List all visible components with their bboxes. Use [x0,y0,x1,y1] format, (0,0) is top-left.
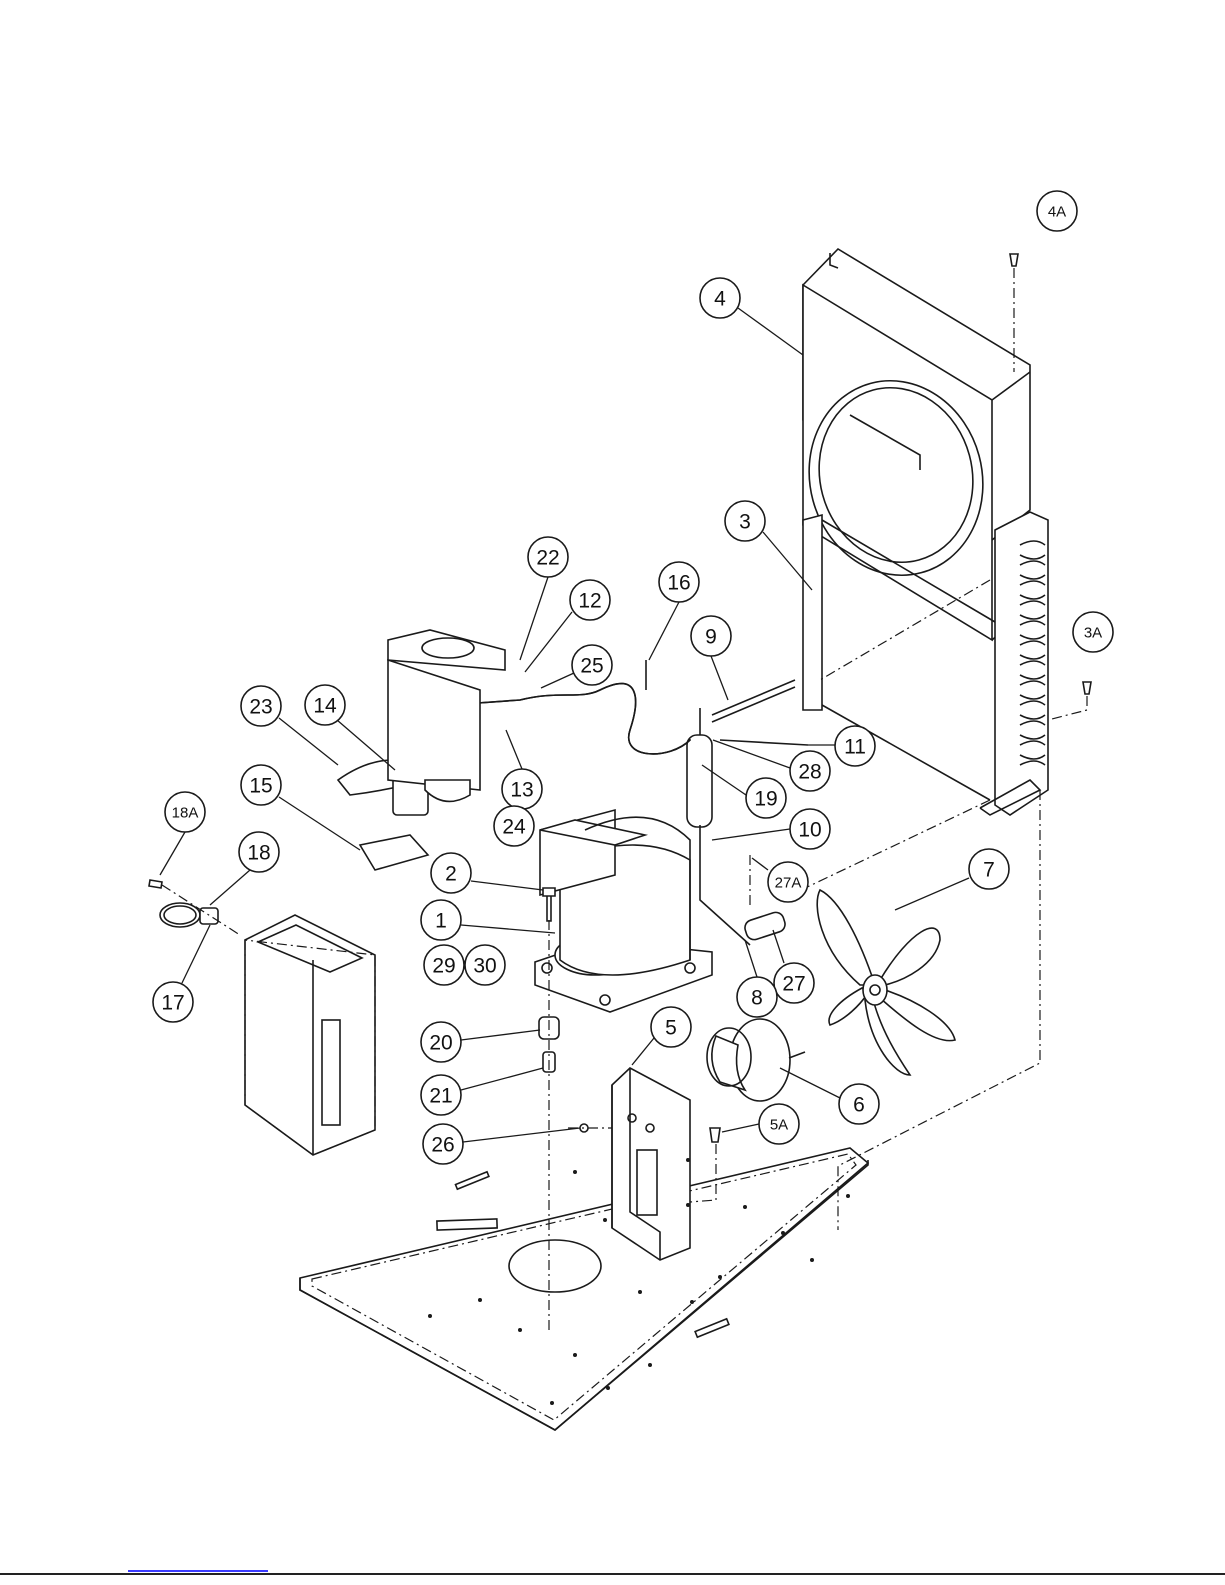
callout-number: 13 [510,779,533,802]
callout-24: 24 [494,806,534,846]
callout-number: 7 [983,859,995,882]
callout-16: 16 [659,562,699,602]
callout-number: 16 [667,572,690,595]
callout-number: 28 [798,761,821,784]
callout-21: 21 [421,1075,461,1115]
base-pan-slot [437,1219,497,1230]
callout-number: 25 [580,655,603,678]
screw-3a [1048,682,1091,720]
callout-3a: 3A [1073,612,1113,652]
motor-bracket [612,1068,690,1260]
callout-number: 24 [502,816,526,839]
footer-link-underline[interactable] [128,1570,268,1572]
callout-11: 11 [835,726,875,766]
callout-number: 26 [431,1134,454,1157]
callout-number: 4 [714,288,726,311]
callout-28: 28 [790,751,830,791]
callout-number: 22 [536,547,559,570]
callout-number: 20 [429,1032,452,1055]
callout-20: 20 [421,1022,461,1062]
callout-4a: 4A [1037,191,1077,231]
callout-22: 22 [528,537,568,577]
fan-motor [707,1019,805,1101]
callout-number: 9 [705,626,717,649]
footer-rule [0,1573,1225,1575]
callout-7: 7 [969,849,1009,889]
callout-17: 17 [153,982,193,1022]
callout-number: 2 [445,863,457,886]
callout-12: 12 [570,580,610,620]
capacitor-strap [149,880,240,935]
callout-number: 30 [473,955,496,978]
callout-number: 6 [853,1094,865,1117]
base-pan [300,1148,868,1430]
callout-15: 15 [241,765,281,805]
callout-27: 27 [774,963,814,1003]
callout-18a: 18A [165,792,205,832]
callout-number: 29 [432,955,455,978]
callout-5: 5 [651,1007,691,1047]
callout-number: 10 [798,819,821,842]
callout-number: 1 [435,910,447,933]
callout-1: 1 [421,900,461,940]
blower-housing [388,630,505,801]
callout-26: 26 [423,1124,463,1164]
callout-5a: 5A [759,1104,799,1144]
callout-number: 12 [578,590,601,613]
callout-number: 27 [782,973,805,996]
callout-number: 5 [665,1017,677,1040]
callout-number: 11 [844,736,866,759]
callout-number: 14 [313,695,337,718]
callout-23: 23 [241,686,281,726]
callout-9: 9 [691,616,731,656]
electrical-control-box [245,915,375,1155]
callout-27a: 27A [768,862,808,902]
callout-number: 3 [739,511,751,534]
callout-number: 8 [751,987,763,1010]
callout-10: 10 [790,809,830,849]
fan-blade [817,890,955,1075]
callout-2: 2 [431,853,471,893]
callout-number: 19 [754,788,777,811]
callout-number: 27A [775,875,802,892]
callout-14: 14 [305,685,345,725]
fan-shroud [788,249,1030,640]
callout-4: 4 [700,278,740,318]
callout-18: 18 [239,832,279,872]
callout-8: 8 [737,977,777,1017]
callout-number: 18 [247,842,270,865]
callout-3: 3 [725,501,765,541]
callout-number: 21 [429,1085,452,1108]
callout-19: 19 [746,778,786,818]
callout-29: 29 [424,945,464,985]
callout-number: 3A [1084,625,1102,642]
callout-number: 4A [1048,204,1066,221]
callout-13: 13 [502,769,542,809]
filter-drier [743,910,787,941]
accumulator [687,708,712,827]
callout-number: 15 [249,775,272,798]
callout-25: 25 [572,645,612,685]
callout-number: 18A [172,805,199,822]
compressor [535,810,712,1012]
callout-30: 30 [465,945,505,985]
callout-number: 23 [249,696,272,719]
callout-6: 6 [839,1084,879,1124]
callout-number: 17 [161,992,184,1015]
callout-number: 5A [770,1117,788,1134]
